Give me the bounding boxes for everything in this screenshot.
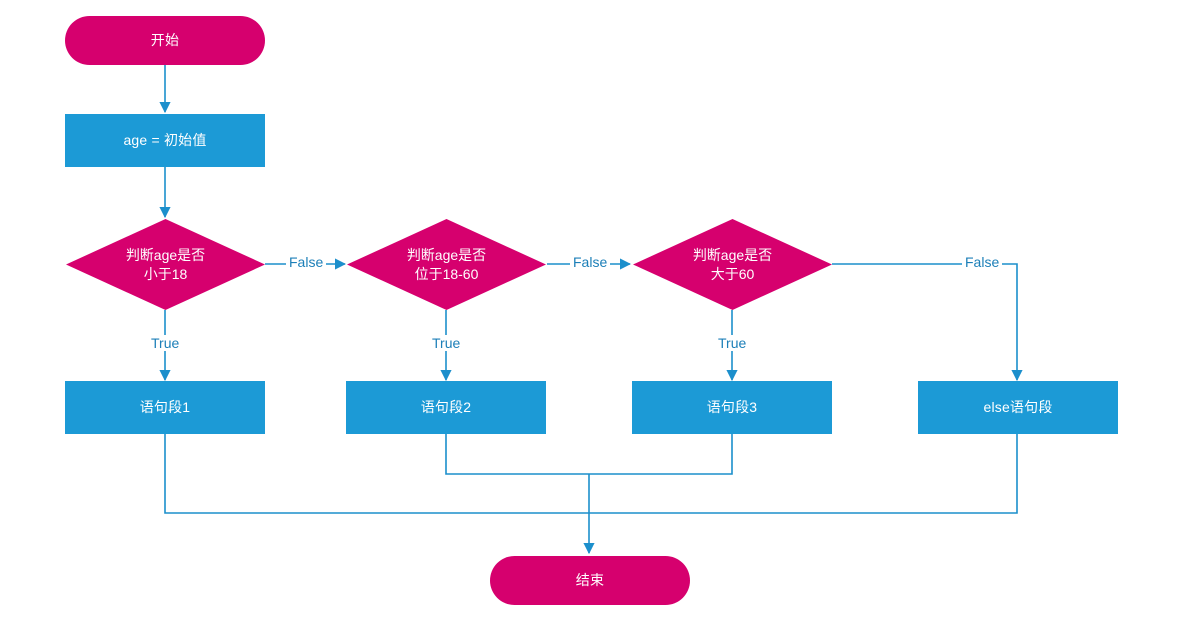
edge-stmt2-to-bus [445,434,589,475]
node-init-label: age = 初始值 [123,132,207,149]
node-stmt2-label: 语句段2 [420,399,472,416]
node-start[interactable]: 开始 [65,16,265,65]
edge-label-true-2: True [429,335,464,351]
node-stmt3-label: 语句段3 [706,399,758,416]
node-cond3[interactable]: 判断age是否 大于60 [633,219,832,310]
edge-label-true-1: True [148,335,183,351]
node-cond1[interactable]: 判断age是否 小于18 [66,219,265,310]
node-start-label: 开始 [150,32,180,49]
edge-label-false-1: False [286,254,327,270]
node-stmt1-label: 语句段1 [139,399,191,416]
node-cond2[interactable]: 判断age是否 位于18-60 [347,219,546,310]
edge-label-true-3: True [715,335,750,351]
node-stmt-else[interactable]: else语句段 [918,381,1118,434]
node-stmt1[interactable]: 语句段1 [65,381,265,434]
edge-stmt1-to-bus [164,434,589,514]
node-stmt2[interactable]: 语句段2 [346,381,546,434]
node-end-label: 结束 [575,572,605,589]
edge-cond3-false-to-else [832,263,1023,382]
node-cond3-label: 判断age是否 大于60 [692,247,773,282]
node-cond1-label: 判断age是否 小于18 [125,247,206,282]
node-cond2-label: 判断age是否 位于18-60 [406,247,487,282]
edge-else-to-bus [589,434,1018,514]
node-stmt-else-label: else语句段 [983,399,1053,416]
node-stmt3[interactable]: 语句段3 [632,381,832,434]
edge-label-false-3: False [962,254,1003,270]
edge-label-false-2: False [570,254,611,270]
node-end[interactable]: 结束 [490,556,690,605]
node-init[interactable]: age = 初始值 [65,114,265,167]
edge-stmt3-to-bus [589,434,733,475]
